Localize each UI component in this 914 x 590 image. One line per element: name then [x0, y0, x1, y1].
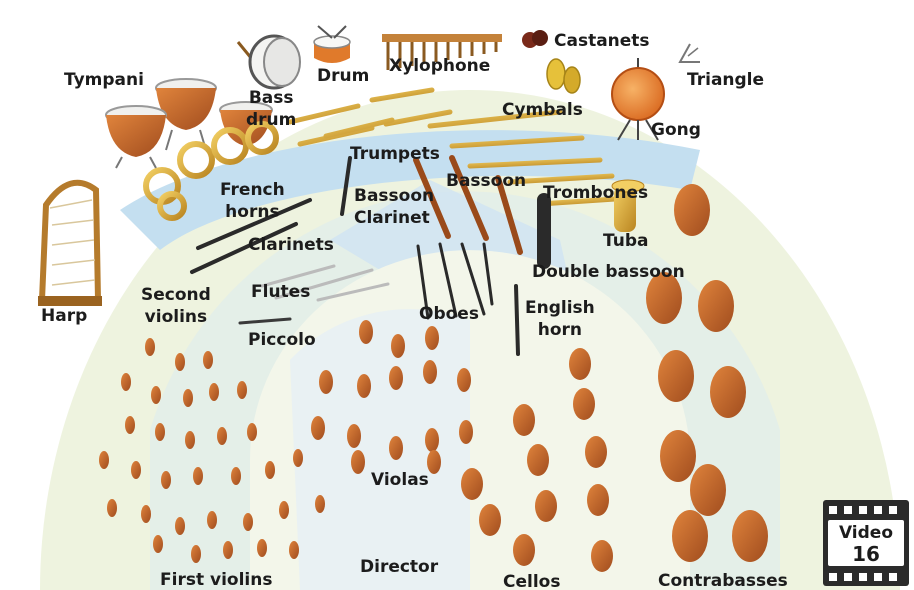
film-perforation-bottom: [829, 573, 903, 581]
video-badge-word: Video: [828, 523, 904, 543]
video-badge[interactable]: Video 16: [823, 500, 909, 586]
label-double-bassoon: Double bassoon: [532, 262, 685, 284]
label-english-horn-text: English horn: [525, 298, 595, 342]
label-second-violins: Second violins: [141, 285, 211, 329]
triangle-icon: [680, 44, 700, 62]
label-xylophone: Xylophone: [389, 56, 490, 78]
video-badge-number: 16: [828, 543, 904, 565]
cymbals-icon: [547, 59, 580, 93]
label-french-horns-text: French horns: [220, 180, 285, 224]
label-triangle: Triangle: [687, 70, 764, 92]
label-bassoon: Bassoon: [446, 171, 526, 193]
label-harp: Harp: [41, 306, 87, 328]
viola-zone: [290, 309, 470, 590]
label-tympani: Tympani: [64, 70, 144, 92]
bass-drum-icon: [238, 36, 300, 88]
video-badge-label: Video 16: [828, 520, 904, 566]
label-english-horn: English horn: [525, 298, 595, 342]
label-cymbals: Cymbals: [502, 100, 583, 122]
label-gong: Gong: [651, 120, 701, 142]
film-perforation-top: [829, 506, 903, 514]
label-trombones: Trombones: [543, 183, 648, 205]
label-bass-drum: Bass drum: [246, 88, 296, 132]
label-bassoon-clarinet-text: Bassoon Clarinet: [354, 186, 434, 230]
label-trumpets: Trumpets: [350, 144, 440, 166]
label-piccolo: Piccolo: [248, 330, 316, 352]
label-bassoon-clarinet: Bassoon Clarinet: [354, 186, 434, 230]
label-clarinets: Clarinets: [248, 235, 334, 257]
label-violas: Violas: [371, 470, 429, 492]
label-oboes: Oboes: [419, 304, 479, 326]
label-bass-drum-text: Bass drum: [246, 88, 296, 132]
castanets-icon: [522, 30, 548, 48]
drum-icon: [314, 26, 350, 63]
label-tuba: Tuba: [603, 231, 648, 253]
label-flutes: Flutes: [251, 282, 310, 304]
label-french-horns: French horns: [220, 180, 285, 224]
harp-icon: [38, 183, 102, 306]
label-second-violins-text: Second violins: [141, 285, 211, 329]
label-first-violins: First violins: [160, 570, 272, 590]
label-cellos: Cellos: [503, 572, 560, 590]
label-castanets: Castanets: [554, 31, 650, 53]
label-drum: Drum: [317, 66, 369, 88]
label-contrabasses: Contrabasses: [658, 571, 788, 590]
label-director: Director: [360, 557, 438, 579]
